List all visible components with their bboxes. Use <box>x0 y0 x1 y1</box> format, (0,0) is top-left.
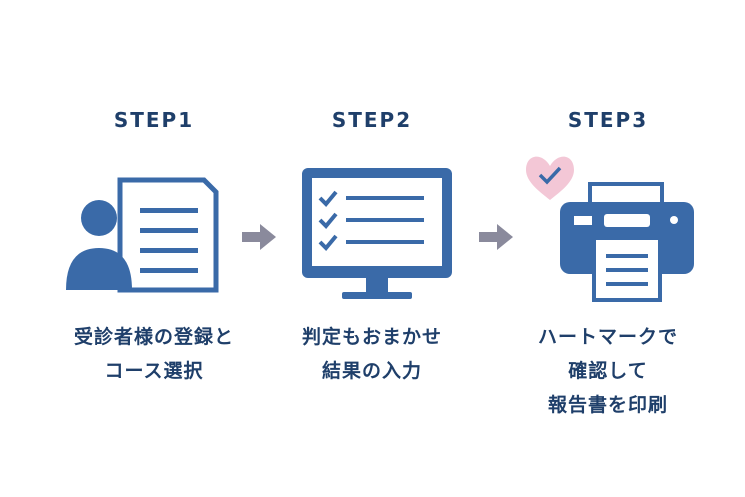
step-3-description: ハートマークで 確認して 報告書を印刷 <box>498 320 718 422</box>
step-3-line-1: ハートマークで <box>537 326 678 348</box>
step-1-line-1: 受診者様の登録と <box>73 326 234 348</box>
step-2-line-2: 結果の入力 <box>321 360 422 382</box>
printer-heart-icon <box>526 156 694 302</box>
step-1-line-2: コース選択 <box>104 360 204 382</box>
arrow-right-icon <box>479 224 513 250</box>
step-2-title: STEP2 <box>331 108 413 132</box>
checklist-monitor-icon <box>302 168 452 299</box>
user-document-icon <box>66 177 219 293</box>
step-2-description: 判定もおまかせ 結果の入力 <box>262 320 482 388</box>
step-3-line-3: 報告書を印刷 <box>547 394 668 416</box>
step-1-title: STEP1 <box>113 108 195 132</box>
step-2-line-1: 判定もおまかせ <box>301 326 442 348</box>
step-3-title: STEP3 <box>567 108 649 132</box>
step-3-line-2: 確認して <box>568 360 648 382</box>
step-1-description: 受診者様の登録と コース選択 <box>44 320 264 388</box>
arrow-right-icon <box>242 224 276 250</box>
